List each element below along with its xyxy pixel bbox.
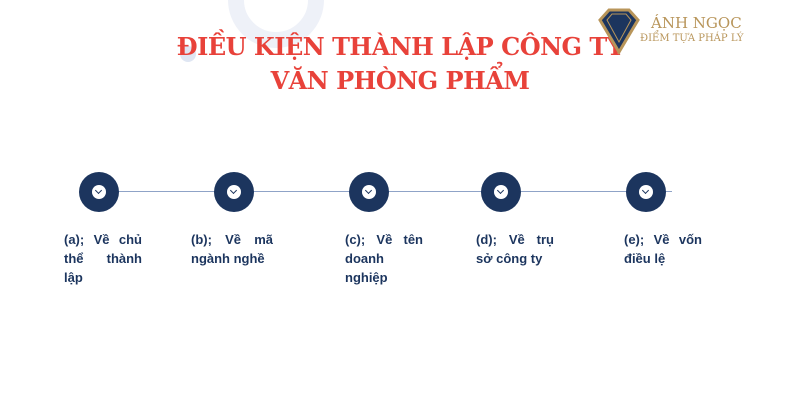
title-line-2: VĂN PHÒNG PHẨM [270,66,530,95]
timeline-node-a[interactable] [79,172,119,212]
chevron-down-icon [639,185,653,199]
timeline-label-c: (c); Về tên doanh nghiệp [345,232,423,285]
brand-tagline: ĐIỂM TỰA PHÁP LÝ [640,33,744,44]
timeline-label-d: (d); Về trụ sở công ty [476,232,554,266]
decorative-dot [180,46,196,62]
chevron-down-icon [494,185,508,199]
timeline-label-e: (e); Về vốn điều lệ [624,232,702,266]
timeline-node-d[interactable] [481,172,521,212]
brand-logo: ÁNH NGỌC ĐIỂM TỰA PHÁP LÝ [596,8,746,56]
diamond-shield-icon [598,8,640,55]
title-line-1: ĐIỀU KIỆN THÀNH LẬP CÔNG TY [176,32,624,61]
timeline-label-a: (a); Về chủ thể thành lập [64,232,142,285]
chevron-down-icon [362,185,376,199]
page-title: ĐIỀU KIỆN THÀNH LẬP CÔNG TY VĂN PHÒNG PH… [140,30,660,98]
timeline-node-c[interactable] [349,172,389,212]
chevron-down-icon [92,185,106,199]
timeline-node-e[interactable] [626,172,666,212]
timeline-label-b: (b); Về mã ngành nghề [191,232,273,266]
brand-name: ÁNH NGỌC [651,14,742,32]
chevron-down-icon [227,185,241,199]
timeline-node-b[interactable] [214,172,254,212]
